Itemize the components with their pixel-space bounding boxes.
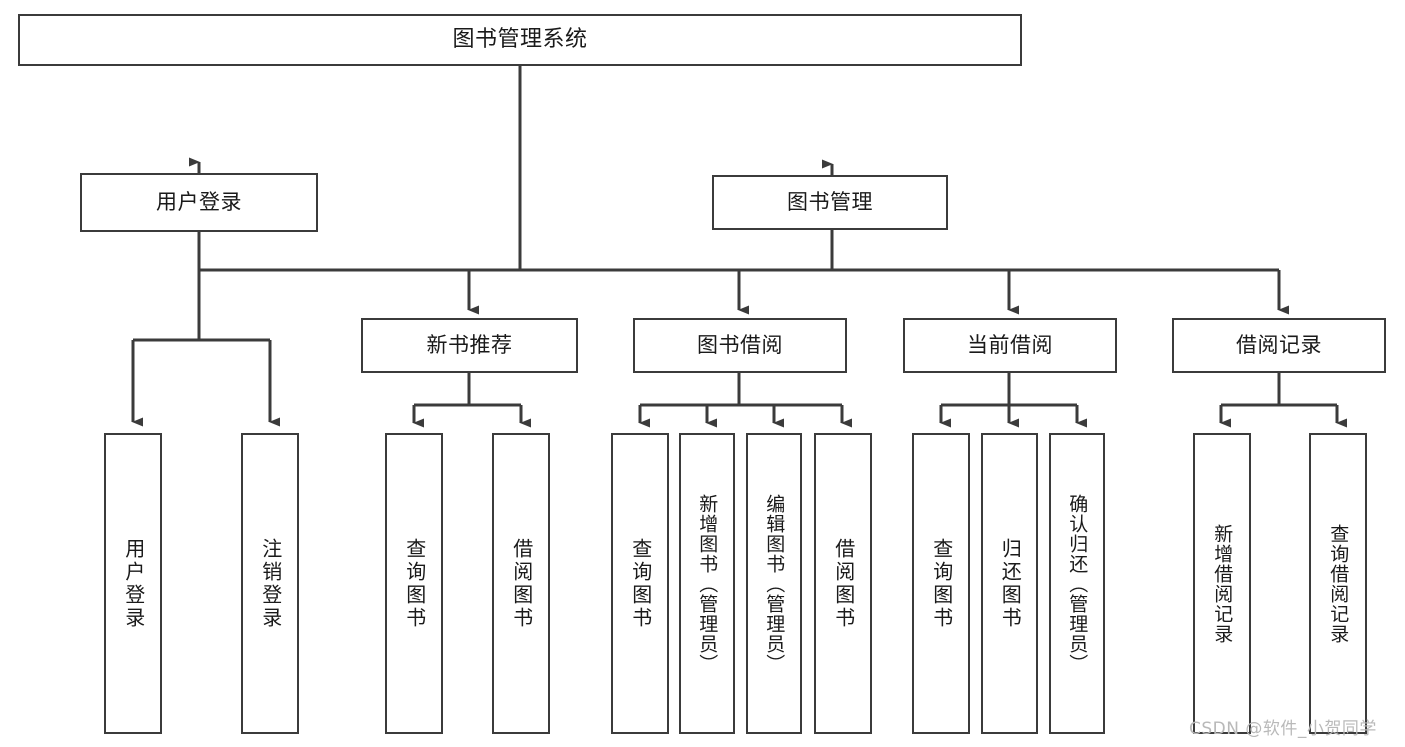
node-label: 借阅图书 <box>509 537 534 630</box>
leaf-br-query-record[interactable]: 查询借阅记录 <box>1309 433 1367 734</box>
node-label: 新书推荐 <box>426 332 513 357</box>
node-root-book-management-system[interactable]: 图书管理系统 <box>18 14 1022 66</box>
node-label: 借阅记录 <box>1236 332 1322 357</box>
node-label: 用户登录 <box>121 537 146 630</box>
node-borrow-record[interactable]: 借阅记录 <box>1172 318 1386 373</box>
node-label: 借阅图书 <box>831 537 856 630</box>
leaf-logout[interactable]: 注销登录 <box>241 433 299 734</box>
node-book-management[interactable]: 图书管理 <box>712 175 948 230</box>
leaf-cb-return-book[interactable]: 归还图书 <box>981 433 1038 734</box>
node-current-borrow[interactable]: 当前借阅 <box>903 318 1117 373</box>
leaf-nb-query-book[interactable]: 查询图书 <box>385 433 443 734</box>
node-label: 图书借阅 <box>697 332 783 357</box>
leaf-nb-borrow-book[interactable]: 借阅图书 <box>492 433 550 734</box>
leaf-br-add-record[interactable]: 新增借阅记录 <box>1193 433 1251 734</box>
node-label: 图书管理系统 <box>452 26 588 52</box>
leaf-bb-query-book[interactable]: 查询图书 <box>611 433 669 734</box>
node-new-book-recommend[interactable]: 新书推荐 <box>361 318 578 373</box>
node-label: 查询图书 <box>402 537 427 630</box>
node-label: 归还图书 <box>998 537 1023 630</box>
leaf-cb-confirm-return-admin[interactable]: 确认归还（管理员） <box>1049 433 1105 734</box>
node-label: 确认归还（管理员） <box>1066 493 1089 674</box>
node-label: 图书管理 <box>787 189 873 214</box>
node-label: 查询图书 <box>628 537 653 630</box>
node-label: 查询图书 <box>929 537 954 630</box>
node-book-borrow[interactable]: 图书借阅 <box>633 318 847 373</box>
leaf-bb-borrow-book[interactable]: 借阅图书 <box>814 433 872 734</box>
node-label: 用户登录 <box>156 189 242 214</box>
leaf-user-login[interactable]: 用户登录 <box>104 433 162 734</box>
node-label: 新增图书（管理员） <box>696 493 719 674</box>
node-label: 当前借阅 <box>967 332 1053 357</box>
leaf-bb-edit-book-admin[interactable]: 编辑图书（管理员） <box>746 433 802 734</box>
node-label: 编辑图书（管理员） <box>763 493 786 674</box>
leaf-cb-query-book[interactable]: 查询图书 <box>912 433 970 734</box>
node-user-login[interactable]: 用户登录 <box>80 173 318 232</box>
node-label: 新增借阅记录 <box>1211 523 1234 644</box>
node-label: 查询借阅记录 <box>1327 523 1350 644</box>
leaf-bb-add-book-admin[interactable]: 新增图书（管理员） <box>679 433 735 734</box>
node-label: 注销登录 <box>258 537 283 630</box>
